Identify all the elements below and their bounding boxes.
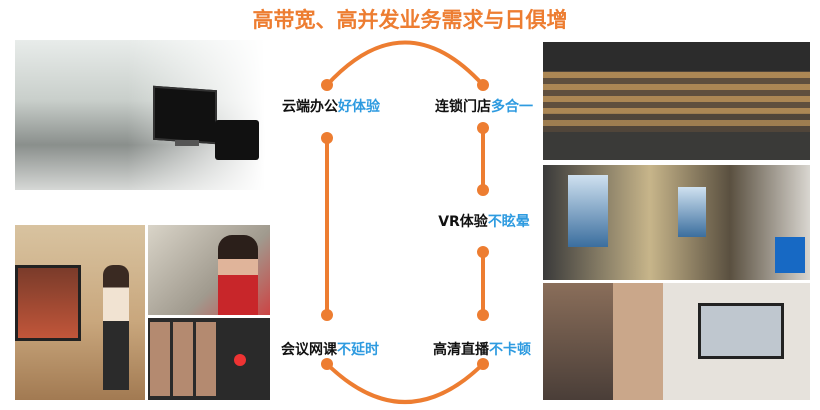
slide-title: 高带宽、高并发业务需求与日俱增 [252,8,568,32]
thin-client-icon [215,120,259,160]
live-streaming-photo [543,283,810,400]
end-call-icon[interactable] [234,354,246,366]
person-figure [218,235,258,315]
vr-screen [678,187,706,237]
classroom-screen [15,265,81,341]
classroom-photo [15,225,145,400]
node-dot [321,132,333,144]
store-photo [543,42,810,160]
tv-display [698,303,784,359]
label-main: 会议网课 [281,342,337,358]
store-shelves [543,72,810,132]
stream-panel [543,283,613,400]
node-dot [477,358,489,370]
vr-photo [543,165,810,280]
node-dot [321,358,333,370]
node-dot [477,184,489,196]
online-class-photo [148,225,270,315]
label-cloud-office: 云端办公好体验 [282,96,380,116]
label-highlight: 好体验 [338,99,380,115]
monitor-stand [175,140,199,146]
label-chain-store: 连锁门店多合一 [435,96,533,116]
label-highlight: 不卡顿 [489,342,531,358]
label-main: VR体验 [438,214,488,230]
label-highlight: 多合一 [491,99,533,115]
video-conference-photo [148,318,270,400]
node-dot [321,309,333,321]
label-main: 连锁门店 [435,99,491,115]
node-dot [477,309,489,321]
participant-grid [150,322,218,396]
node-dot [477,122,489,134]
vr-screen [568,175,608,247]
node-dot [321,79,333,91]
label-vr: VR体验不眩晕 [438,211,530,231]
label-main: 云端办公 [282,99,338,115]
vr-tv-screen [775,237,805,273]
node-dot [477,79,489,91]
office-photo [15,40,265,190]
bottom-arc [325,362,485,404]
top-arc [325,40,485,87]
label-highlight: 不延时 [337,342,379,358]
label-main: 高清直播 [433,342,489,358]
label-live: 高清直播不卡顿 [433,339,531,359]
label-meeting: 会议网课不延时 [281,339,379,359]
student-figure [103,265,129,390]
node-dot [477,246,489,258]
label-highlight: 不眩晕 [487,214,530,230]
